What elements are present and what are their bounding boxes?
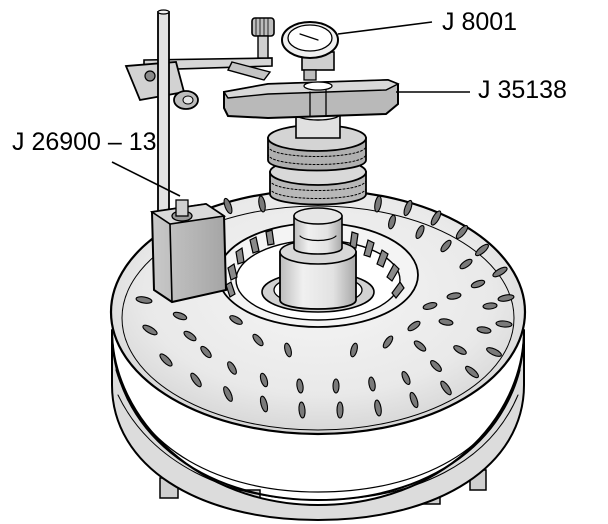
magnetic-base-stand	[149, 9, 228, 304]
dial-indicator	[281, 21, 339, 81]
gauge-label: J 8001	[442, 8, 517, 36]
center-hub	[261, 207, 375, 313]
magnetic-base-label: J 26900 – 13	[12, 128, 157, 156]
leader-lines	[111, 21, 470, 197]
inner-vanes	[225, 229, 405, 299]
gear-stack	[267, 107, 367, 206]
indicator-arm	[124, 17, 275, 110]
torus-slots	[135, 195, 515, 419]
base-leader-line	[111, 161, 181, 197]
holding-fixture-label: J 35138	[478, 76, 567, 104]
holding-fixture-bar	[222, 78, 400, 120]
gauge-leader-line	[337, 21, 433, 35]
